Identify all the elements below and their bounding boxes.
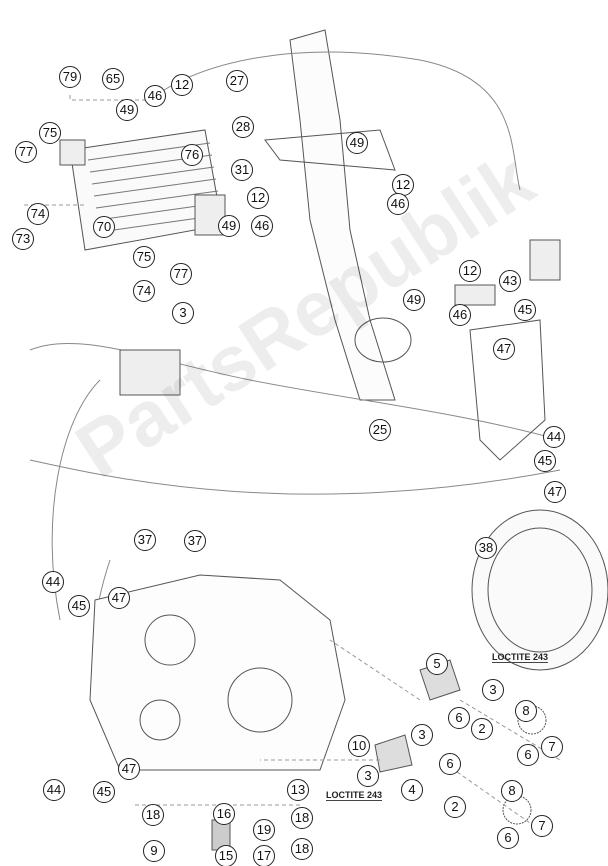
part-callout-12[interactable]: 12 bbox=[392, 174, 414, 196]
loctite-label: LOCTITE 243 bbox=[492, 652, 549, 663]
part-callout-47[interactable]: 47 bbox=[118, 758, 140, 780]
part-callout-49[interactable]: 49 bbox=[346, 132, 368, 154]
part-callout-77[interactable]: 77 bbox=[15, 141, 37, 163]
part-callout-2[interactable]: 2 bbox=[471, 718, 493, 740]
part-callout-44[interactable]: 44 bbox=[543, 426, 565, 448]
loctite-label: LOCTITE 243 bbox=[326, 790, 383, 801]
part-callout-3[interactable]: 3 bbox=[482, 679, 504, 701]
part-callout-74[interactable]: 74 bbox=[133, 280, 155, 302]
part-callout-70[interactable]: 70 bbox=[93, 216, 115, 238]
part-callout-12[interactable]: 12 bbox=[459, 260, 481, 282]
part-callout-8[interactable]: 8 bbox=[515, 700, 537, 722]
part-callout-27[interactable]: 27 bbox=[226, 70, 248, 92]
part-callout-7[interactable]: 7 bbox=[541, 736, 563, 758]
part-callout-12[interactable]: 12 bbox=[247, 187, 269, 209]
part-callout-3[interactable]: 3 bbox=[411, 724, 433, 746]
clutch-cover bbox=[471, 509, 608, 671]
part-callout-31[interactable]: 31 bbox=[231, 159, 253, 181]
part-callout-12[interactable]: 12 bbox=[171, 74, 193, 96]
part-callout-47[interactable]: 47 bbox=[493, 338, 515, 360]
part-callout-49[interactable]: 49 bbox=[403, 289, 425, 311]
part-callout-10[interactable]: 10 bbox=[348, 735, 370, 757]
part-callout-28[interactable]: 28 bbox=[232, 116, 254, 138]
part-callout-45[interactable]: 45 bbox=[68, 595, 90, 617]
part-callout-6[interactable]: 6 bbox=[497, 827, 519, 849]
part-callout-46[interactable]: 46 bbox=[387, 193, 409, 215]
part-callout-45[interactable]: 45 bbox=[514, 299, 536, 321]
part-callout-13[interactable]: 13 bbox=[287, 779, 309, 801]
part-callout-45[interactable]: 45 bbox=[93, 781, 115, 803]
part-callout-18[interactable]: 18 bbox=[142, 804, 164, 826]
part-callout-37[interactable]: 37 bbox=[184, 530, 206, 552]
part-callout-6[interactable]: 6 bbox=[448, 707, 470, 729]
part-callout-47[interactable]: 47 bbox=[544, 481, 566, 503]
frame-tube bbox=[264, 29, 412, 401]
part-callout-38[interactable]: 38 bbox=[475, 537, 497, 559]
part-callout-5[interactable]: 5 bbox=[426, 653, 448, 675]
part-callout-15[interactable]: 15 bbox=[215, 845, 237, 866]
part-callout-2[interactable]: 2 bbox=[444, 796, 466, 818]
part-callout-49[interactable]: 49 bbox=[218, 215, 240, 237]
part-callout-75[interactable]: 75 bbox=[133, 246, 155, 268]
part-callout-18[interactable]: 18 bbox=[291, 807, 313, 829]
part-callout-75[interactable]: 75 bbox=[39, 122, 61, 144]
part-callout-8[interactable]: 8 bbox=[501, 780, 523, 802]
oil-filter-housing bbox=[119, 239, 561, 461]
part-callout-25[interactable]: 25 bbox=[369, 419, 391, 441]
part-callout-79[interactable]: 79 bbox=[59, 66, 81, 88]
part-callout-16[interactable]: 16 bbox=[213, 803, 235, 825]
part-callout-73[interactable]: 73 bbox=[12, 228, 34, 250]
part-callout-44[interactable]: 44 bbox=[42, 571, 64, 593]
part-callout-77[interactable]: 77 bbox=[170, 263, 192, 285]
part-callout-7[interactable]: 7 bbox=[531, 815, 553, 837]
part-callout-44[interactable]: 44 bbox=[43, 779, 65, 801]
crankcase bbox=[89, 574, 346, 771]
part-callout-6[interactable]: 6 bbox=[439, 753, 461, 775]
part-callout-3[interactable]: 3 bbox=[172, 302, 194, 324]
part-callout-46[interactable]: 46 bbox=[144, 85, 166, 107]
part-callout-46[interactable]: 46 bbox=[251, 215, 273, 237]
part-callout-3[interactable]: 3 bbox=[357, 765, 379, 787]
part-callout-37[interactable]: 37 bbox=[134, 529, 156, 551]
part-callout-45[interactable]: 45 bbox=[534, 450, 556, 472]
part-callout-19[interactable]: 19 bbox=[253, 819, 275, 841]
part-callout-76[interactable]: 76 bbox=[181, 144, 203, 166]
part-callout-65[interactable]: 65 bbox=[102, 68, 124, 90]
part-callout-17[interactable]: 17 bbox=[253, 845, 275, 866]
part-callout-74[interactable]: 74 bbox=[27, 203, 49, 225]
part-callout-46[interactable]: 46 bbox=[449, 304, 471, 326]
part-callout-47[interactable]: 47 bbox=[108, 587, 130, 609]
part-callout-18[interactable]: 18 bbox=[291, 838, 313, 860]
part-callout-43[interactable]: 43 bbox=[499, 270, 521, 292]
part-callout-4[interactable]: 4 bbox=[401, 779, 423, 801]
part-callout-9[interactable]: 9 bbox=[143, 840, 165, 862]
part-callout-49[interactable]: 49 bbox=[116, 99, 138, 121]
part-callout-6[interactable]: 6 bbox=[517, 744, 539, 766]
